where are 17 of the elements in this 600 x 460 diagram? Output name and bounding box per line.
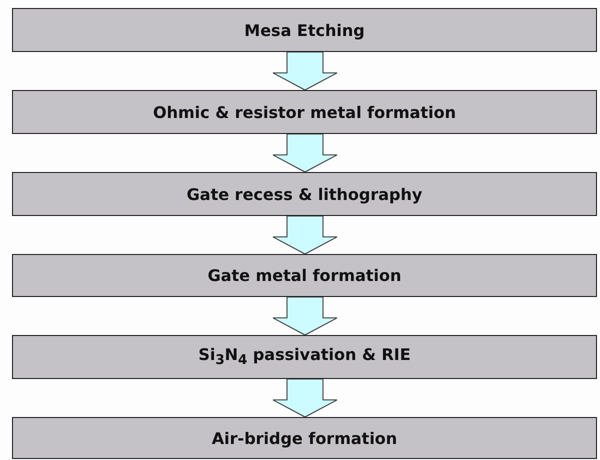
- process-box: [12, 172, 597, 216]
- block-arrow: [272, 134, 338, 173]
- block-arrow: [272, 296, 338, 336]
- step-label: Si$_{3}$N$_{4}$ passivation & RIE: [198, 345, 411, 369]
- block-arrow: [272, 52, 338, 91]
- process-box: [12, 90, 597, 134]
- block-arrow: [272, 216, 338, 255]
- step-label: Ohmic & resistor metal formation: [153, 102, 456, 122]
- step-label: Gate recess & lithography: [186, 184, 422, 204]
- process-box: [12, 254, 597, 297]
- block-arrow: [272, 378, 338, 418]
- process-box: [12, 8, 597, 52]
- process-box: [12, 417, 597, 459]
- step-label: Air-bridge formation: [212, 428, 398, 448]
- step-label: Mesa Etching: [244, 20, 365, 40]
- step-label: Gate metal formation: [208, 266, 402, 285]
- process-box: [12, 335, 597, 379]
